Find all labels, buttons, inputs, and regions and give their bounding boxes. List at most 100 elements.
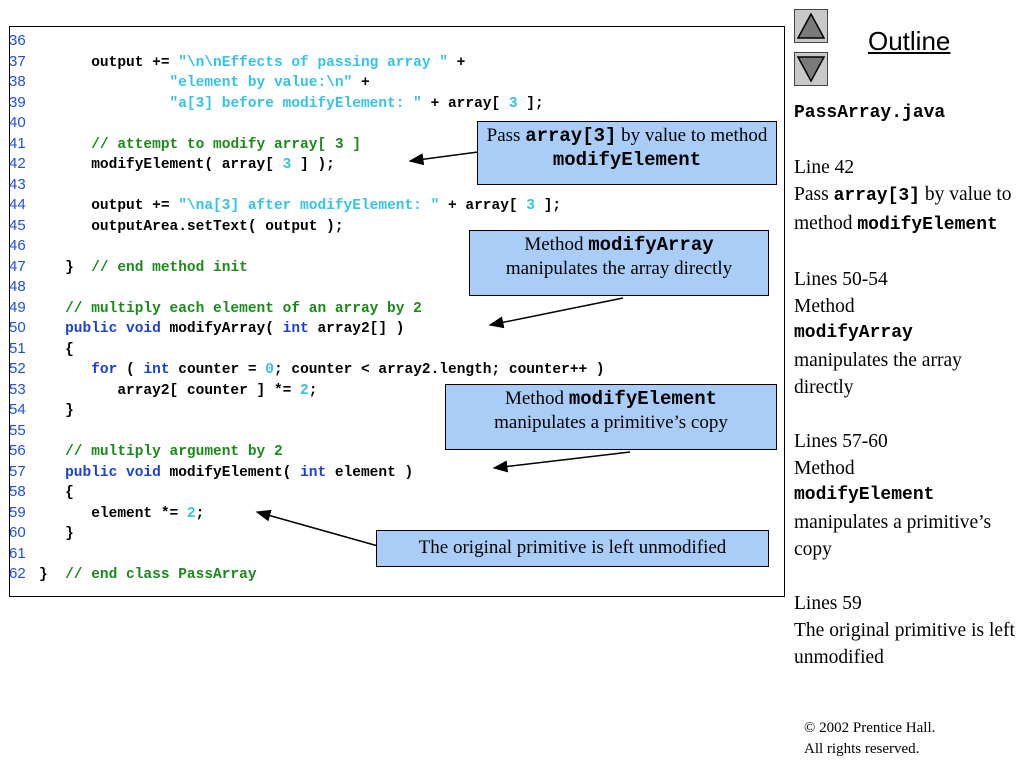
code-line: 41 // attempt to modify array[ 3 ] — [9, 134, 605, 155]
code-token: ]; — [535, 198, 562, 214]
line-number: 45 — [9, 216, 26, 234]
code-token: ]; — [517, 95, 544, 112]
code-line: 42 modifyElement( array[ 3 ] ); — [9, 154, 605, 175]
note-lines-59: Lines 59 The original primitive is left … — [794, 593, 1015, 668]
line-number: 39 — [9, 93, 26, 111]
line-number: 51 — [9, 339, 26, 357]
code-token: public void — [65, 464, 161, 481]
code-token — [39, 321, 65, 337]
code-token — [39, 465, 65, 481]
code-token: int — [300, 464, 327, 481]
code-token: outputArea.setText( output ); — [39, 218, 344, 235]
outline-next-button[interactable] — [794, 52, 828, 86]
code-token — [39, 301, 65, 317]
copyright: © 2002 Prentice Hall. All rights reserve… — [804, 720, 936, 757]
code-token: // multiply argument by 2 — [65, 444, 283, 460]
line-number: 53 — [9, 380, 26, 398]
code-token: } — [39, 567, 66, 583]
line-number: 56 — [9, 442, 26, 459]
code-line: 37 output += "\n\nEffects of passing arr… — [9, 52, 605, 73]
code-token: int — [282, 321, 309, 337]
code-line: 50 public void modifyArray( int array2[]… — [9, 318, 605, 339]
code-token: { — [39, 341, 74, 358]
code-token: ; counter < array2.length; counter++ ) — [273, 362, 605, 378]
code-token: int — [143, 362, 170, 378]
code-line: 44 output += "\na[3] after modifyElement… — [9, 195, 605, 216]
line-number: 62 — [9, 565, 26, 582]
code-token: 3 — [508, 95, 518, 112]
code-token — [39, 444, 65, 460]
code-token: 2 — [186, 505, 196, 522]
code-token: + array[ — [421, 95, 509, 112]
code-token: "element by value:\n" — [169, 75, 353, 91]
outline-title[interactable]: Outline — [868, 26, 951, 56]
code-token: output += — [39, 54, 179, 71]
line-number: 49 — [9, 298, 26, 316]
code-token: 0 — [265, 362, 274, 378]
code-token: // end method init — [91, 259, 248, 276]
code-token: 3 — [282, 157, 292, 173]
outline-sidebar: PassArray.java Line 42 Pass array[3] by … — [794, 100, 1019, 671]
code-line: 49 // multiply each element of an array … — [9, 298, 605, 319]
line-number: 55 — [9, 421, 26, 439]
code-token: public void — [65, 321, 161, 337]
code-line: 60 } — [9, 523, 605, 544]
code-line: 52 for ( int counter = 0; counter < arra… — [9, 359, 605, 380]
code-line: 62} // end class PassArray — [9, 564, 605, 585]
code-line: 48 — [9, 277, 605, 298]
code-line: 57 public void modifyElement( int elemen… — [9, 462, 605, 483]
code-line: 56 // multiply argument by 2 — [9, 441, 605, 462]
line-number: 48 — [9, 278, 26, 295]
line-number: 41 — [9, 134, 26, 152]
line-number: 58 — [9, 483, 26, 500]
line-number: 44 — [9, 196, 26, 213]
code-token: ; — [308, 382, 318, 399]
code-token — [39, 96, 170, 112]
code-line: 53 array2[ counter ] *= 2; — [9, 380, 605, 401]
code-token: + — [447, 54, 466, 71]
line-number: 40 — [9, 114, 26, 131]
code-token: ; — [195, 505, 205, 522]
code-token: + — [352, 75, 370, 91]
code-token: // end class PassArray — [65, 567, 257, 583]
code-token: "a[3] before modifyElement: " — [169, 95, 422, 112]
line-number: 38 — [9, 73, 26, 90]
code-token: ( — [117, 362, 144, 378]
line-number: 37 — [9, 52, 26, 70]
callout-pass-by-value: Pass array[3] by value to method modifyE… — [477, 121, 777, 185]
code-line: 58 { — [9, 482, 605, 503]
code-line: 55 — [9, 421, 605, 442]
code-line: 39 "a[3] before modifyElement: " + array… — [9, 93, 605, 114]
line-number: 57 — [9, 462, 26, 480]
code-token: counter = — [169, 362, 266, 378]
line-number: 43 — [9, 175, 26, 193]
code-listing: 36 37 output += "\n\nEffects of passing a… — [9, 31, 605, 585]
code-line: 51 { — [9, 339, 605, 360]
code-line: 59 element *= 2; — [9, 503, 605, 524]
code-token: // multiply each element of an array by … — [65, 300, 422, 317]
code-line: 45 outputArea.setText( output ); — [9, 216, 605, 237]
code-token — [39, 362, 91, 378]
line-number: 61 — [9, 544, 26, 562]
line-number: 46 — [9, 237, 26, 254]
note-line-42: Line 42 Pass array[3] by value to method… — [794, 157, 1012, 235]
line-number: 50 — [9, 319, 26, 336]
code-line: 36 — [9, 31, 605, 52]
line-number: 36 — [9, 32, 26, 49]
code-token: "\na[3] after modifyElement: " — [178, 198, 440, 214]
code-token: modifyElement( — [160, 464, 301, 481]
code-line: 54 } — [9, 400, 605, 421]
outline-prev-button[interactable] — [794, 9, 828, 43]
file-title: PassArray.java — [794, 103, 946, 123]
triangle-down-icon — [797, 56, 825, 83]
line-number: 54 — [9, 401, 26, 418]
note-lines-57-60: Lines 57-60 Method modifyElement manipul… — [794, 431, 992, 560]
code-token: } — [39, 403, 74, 419]
code-token — [39, 137, 91, 153]
code-token: ] ); — [291, 157, 335, 173]
line-number: 42 — [9, 155, 26, 172]
note-lines-50-54: Lines 50-54 Method modifyArray manipulat… — [794, 269, 962, 398]
code-token: modifyArray( — [160, 321, 283, 337]
